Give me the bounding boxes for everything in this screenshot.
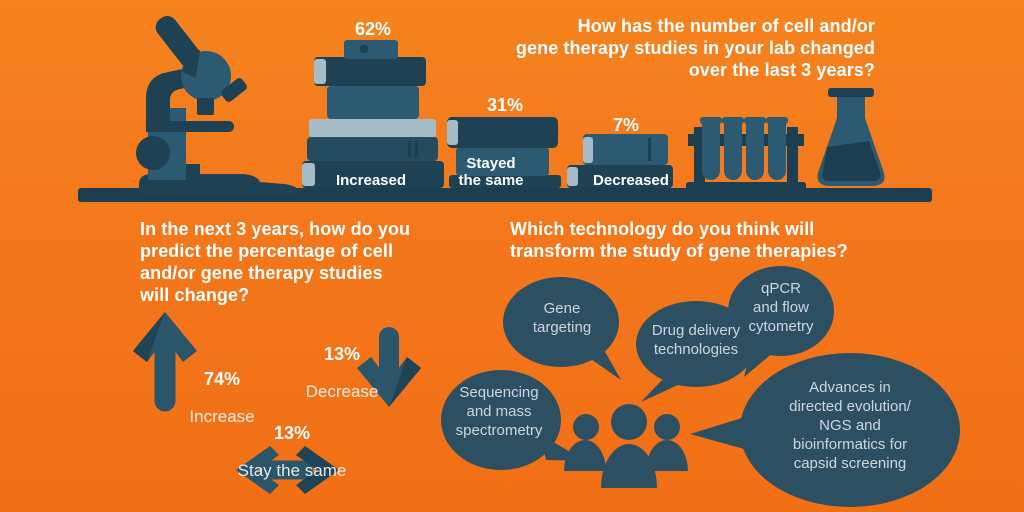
bubble-advances-text: Advances in directed evolution/ NGS and … (789, 379, 911, 472)
bubble-drug-delivery-text: Drug delivery technologies (651, 322, 741, 358)
stat-stayed-pct: 31% (486, 95, 524, 115)
prediction-decrease-pct: 13% (323, 344, 361, 364)
people-group-icon (564, 404, 688, 488)
stat-increased-pct: 62% (354, 19, 392, 39)
book-stack-decreased-icon (567, 134, 673, 188)
speech-bubble-gene-targeting (503, 277, 621, 380)
prediction-increase: 74% Increase (189, 351, 254, 445)
test-tube-icon (700, 117, 788, 180)
arrow-down-icon (357, 327, 421, 407)
book-stack-stayed-icon (447, 117, 561, 188)
prediction-increase-pct: 74% (203, 369, 241, 389)
prediction-stay-the-same: 13% Stay the same (238, 405, 347, 499)
bubble-gene-targeting-text: Gene targeting (532, 300, 592, 336)
arrow-up-icon (133, 312, 197, 412)
book-stack-increased-icon (302, 40, 444, 188)
question-next-3-years: In the next 3 years, how do you predict … (140, 219, 411, 305)
bubble-sequencing-text: Sequencing and mass spectrometry (455, 384, 543, 439)
erlenmeyer-flask-icon (817, 88, 885, 186)
prediction-stay-label: Stay the same (237, 461, 347, 480)
test-tube-rack-icon (686, 117, 806, 194)
question-technology: Which technology do you think will trans… (510, 219, 848, 261)
label-decreased: Decreased (593, 172, 669, 189)
bubble-qpcr-text: qPCR and flow cytometry (748, 280, 814, 335)
stat-decreased-pct: 7% (612, 115, 640, 135)
speech-bubble-qpcr (728, 266, 834, 377)
label-stayed-the-same: Stayed the same (458, 155, 524, 189)
label-increased: Increased (335, 172, 407, 189)
prediction-stay-pct: 13% (273, 423, 311, 443)
question-lab-change: How has the number of cell and/or gene t… (515, 16, 875, 80)
prediction-decrease: 13% Decrease (306, 326, 379, 420)
arrow-left-right-icon (236, 446, 339, 494)
speech-bubble-advances (690, 353, 960, 507)
prediction-increase-label: Increase (189, 407, 255, 426)
speech-bubble-drug-delivery (636, 301, 756, 402)
prediction-decrease-label: Decrease (305, 382, 379, 401)
microscope-icon (136, 16, 298, 196)
